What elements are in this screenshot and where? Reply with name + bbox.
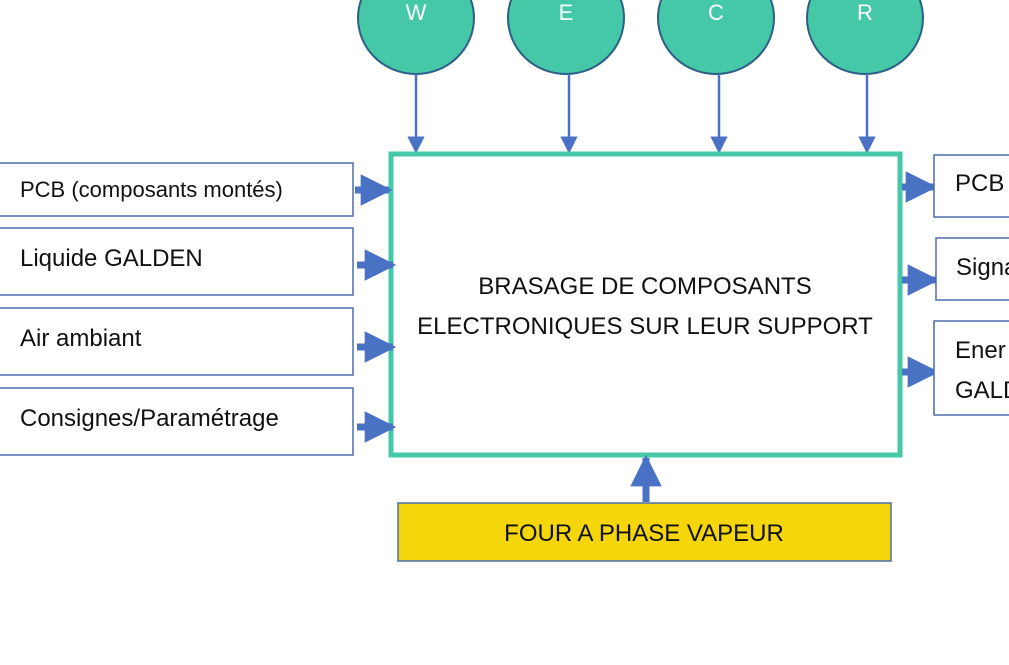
input-label-consignes: Consignes/Paramétrage [20, 405, 279, 432]
output-box-signal: Signa [935, 237, 1009, 301]
control-letter-w: W [406, 0, 427, 25]
input-label-pcb: PCB (composants montés) [20, 177, 283, 202]
control-circle-e: E [507, 0, 625, 75]
main-function-line-2: ELECTRONIQUES SUR LEUR SUPPORT [417, 313, 873, 340]
input-box-air: Air ambiant [0, 307, 354, 376]
machine-box: FOUR A PHASE VAPEUR [397, 502, 892, 562]
input-label-galden: Liquide GALDEN [20, 245, 203, 272]
output-label-signal: Signa [956, 254, 1009, 281]
main-function-line-1: BRASAGE DE COMPOSANTS [478, 273, 811, 300]
control-circle-r: R [806, 0, 924, 75]
control-circle-c: C [657, 0, 775, 75]
input-label-air: Air ambiant [20, 325, 142, 352]
control-letter-c: C [708, 0, 724, 25]
output-label-energy-line-2: GALD [955, 377, 1009, 404]
input-box-consignes: Consignes/Paramétrage [0, 387, 354, 456]
main-function-box [388, 151, 903, 458]
control-circle-w: W [357, 0, 475, 75]
input-box-galden: Liquide GALDEN [0, 227, 354, 296]
output-box-energy: Ener GALD [933, 320, 1009, 416]
control-letter-r: R [857, 0, 873, 25]
output-box-pcb: PCB [933, 154, 1009, 218]
output-label-pcb: PCB [955, 170, 1004, 197]
machine-label: FOUR A PHASE VAPEUR [504, 520, 784, 547]
output-label-energy-line-1: Ener [955, 337, 1006, 364]
input-box-pcb: PCB (composants montés) [0, 162, 354, 217]
control-letter-e: E [559, 0, 574, 25]
